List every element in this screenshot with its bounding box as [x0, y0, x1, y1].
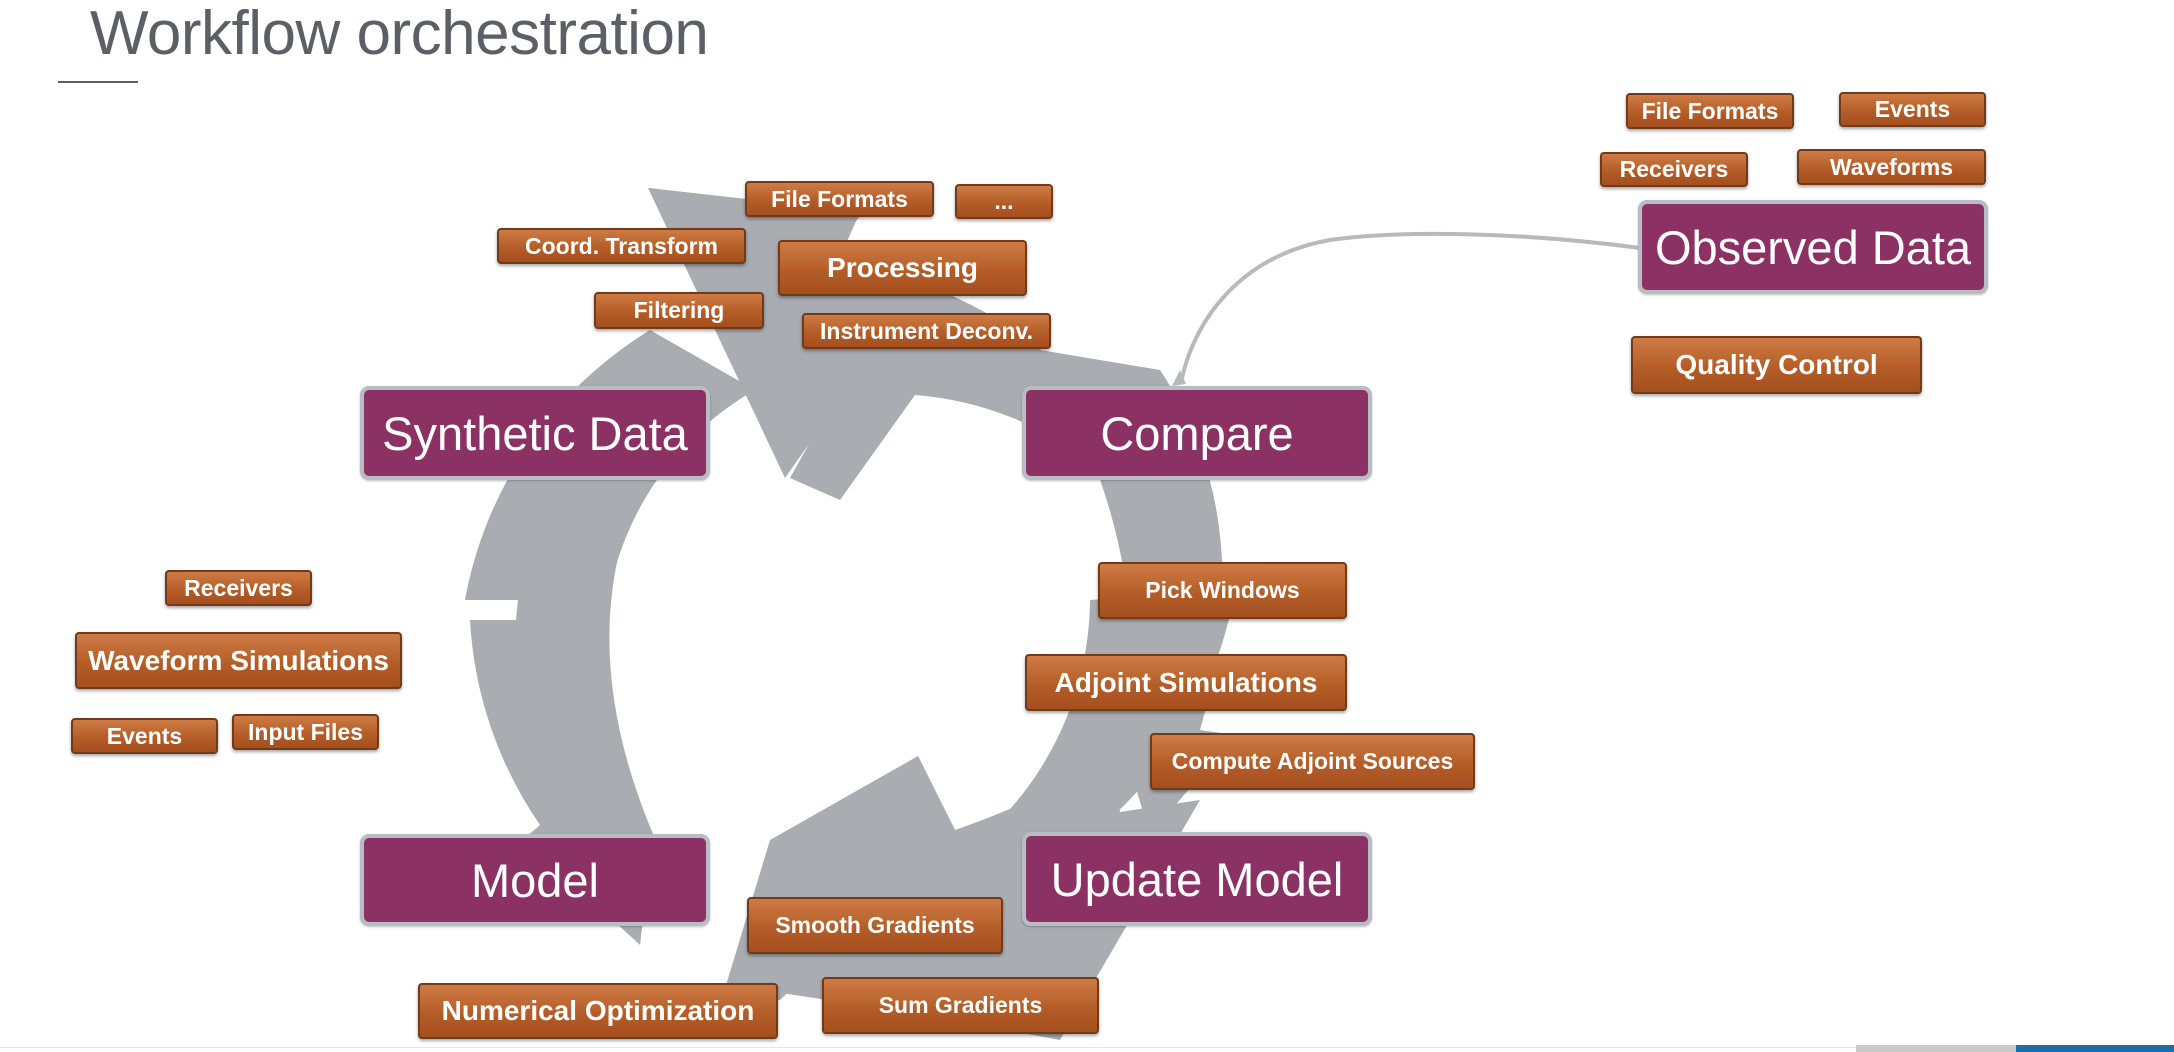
title-underline: [58, 81, 138, 83]
task-quality-control[interactable]: Quality Control: [1631, 336, 1922, 394]
task-observed-file-formats[interactable]: File Formats: [1626, 93, 1794, 129]
task-coord-transform[interactable]: Coord. Transform: [497, 228, 746, 264]
footer-accent-grey: [1856, 1045, 2016, 1052]
task-adjoint-simulations[interactable]: Adjoint Simulations: [1025, 654, 1347, 711]
task-processing-file-formats[interactable]: File Formats: [745, 181, 934, 217]
stage-compare[interactable]: Compare: [1022, 386, 1372, 480]
task-sum-gradients[interactable]: Sum Gradients: [822, 977, 1099, 1034]
stage-synthetic-data[interactable]: Synthetic Data: [360, 386, 710, 480]
task-instrument-deconv[interactable]: Instrument Deconv.: [802, 313, 1051, 349]
task-observed-waveforms[interactable]: Waveforms: [1797, 149, 1986, 185]
task-processing-more[interactable]: ...: [955, 184, 1053, 219]
task-smooth-gradients[interactable]: Smooth Gradients: [747, 897, 1003, 954]
task-waveform-simulations[interactable]: Waveform Simulations: [75, 632, 402, 689]
footer-divider: [0, 1047, 1856, 1048]
task-observed-receivers[interactable]: Receivers: [1600, 152, 1748, 187]
stage-observed-data[interactable]: Observed Data: [1638, 200, 1988, 294]
task-input-files[interactable]: Input Files: [232, 714, 379, 750]
task-processing[interactable]: Processing: [778, 240, 1027, 296]
task-numerical-optimization[interactable]: Numerical Optimization: [418, 983, 778, 1039]
task-sim-events[interactable]: Events: [71, 718, 218, 754]
task-observed-events[interactable]: Events: [1839, 92, 1986, 127]
task-pick-windows[interactable]: Pick Windows: [1098, 562, 1347, 619]
footer-accent-blue: [2016, 1045, 2174, 1052]
task-compute-adjoint-sources[interactable]: Compute Adjoint Sources: [1150, 733, 1475, 790]
task-filtering[interactable]: Filtering: [594, 292, 764, 329]
stage-update-model[interactable]: Update Model: [1022, 832, 1372, 926]
observed-to-compare-connector: [1180, 231, 1641, 379]
stage-model[interactable]: Model: [360, 834, 710, 926]
slide-title: Workflow orchestration: [90, 0, 709, 68]
task-sim-receivers[interactable]: Receivers: [165, 570, 312, 606]
connector-arrowhead: [1172, 370, 1186, 386]
